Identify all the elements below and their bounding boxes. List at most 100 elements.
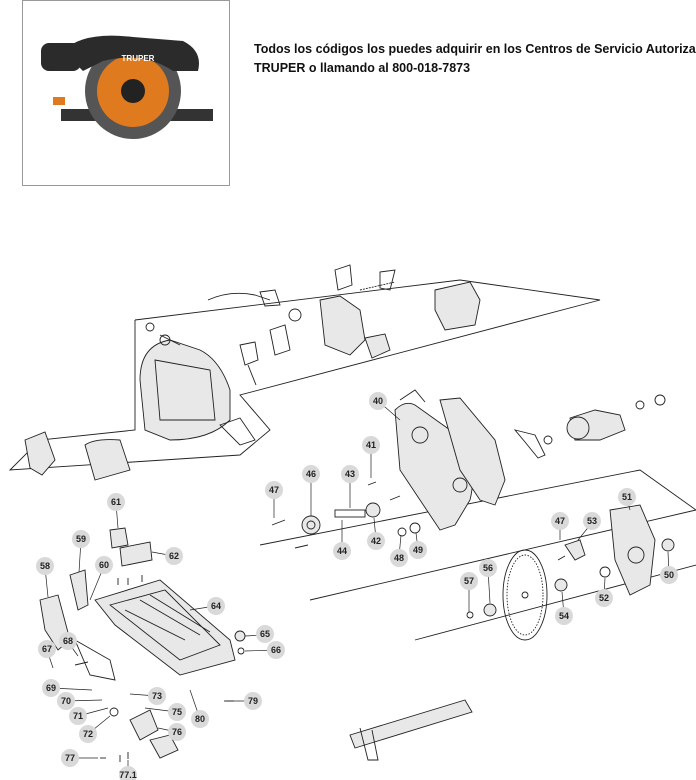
notice-line-2: TRUPER o llamando al 800-018-7873 xyxy=(254,61,471,75)
svg-text:80: 80 xyxy=(195,714,205,724)
svg-text:44: 44 xyxy=(337,546,347,556)
callout-58: 58 xyxy=(36,557,54,575)
svg-text:48: 48 xyxy=(394,553,404,563)
svg-text:66: 66 xyxy=(271,645,281,655)
callout-62: 62 xyxy=(165,547,183,565)
svg-text:46: 46 xyxy=(306,469,316,479)
callout-73: 73 xyxy=(148,687,166,705)
outer-blade-guard xyxy=(609,504,656,596)
service-notice: Todos los códigos los puedes adquirir en… xyxy=(254,40,696,78)
circular-saw-photo: TRUPER xyxy=(41,35,213,139)
svg-text:79: 79 xyxy=(248,696,258,706)
callout-48: 48 xyxy=(390,549,408,567)
svg-text:50: 50 xyxy=(664,570,674,580)
callout-60: 60 xyxy=(95,556,113,574)
power-cord xyxy=(207,289,302,322)
svg-text:69: 69 xyxy=(46,683,56,693)
battery-pack xyxy=(434,281,481,331)
callout-68: 68 xyxy=(59,632,77,650)
svg-text:43: 43 xyxy=(345,469,355,479)
svg-text:65: 65 xyxy=(260,629,270,639)
rip-fence xyxy=(349,699,473,761)
svg-text:58: 58 xyxy=(40,561,50,571)
svg-text:40: 40 xyxy=(373,396,383,406)
callout-54: 54 xyxy=(555,607,573,625)
spindle-gear xyxy=(301,502,421,537)
saw-blade xyxy=(502,549,548,641)
callout-77-1: 77.1 xyxy=(119,766,137,780)
svg-text:51: 51 xyxy=(622,492,632,502)
callout-65: 65 xyxy=(256,625,274,643)
callout-76: 76 xyxy=(168,723,186,741)
svg-text:71: 71 xyxy=(73,711,83,721)
svg-text:68: 68 xyxy=(63,636,73,646)
blade-guard-housing xyxy=(394,389,506,531)
callout-79: 79 xyxy=(244,692,262,710)
svg-text:57: 57 xyxy=(464,576,474,586)
callout-71: 71 xyxy=(69,707,87,725)
svg-text:75: 75 xyxy=(172,707,182,717)
svg-text:76: 76 xyxy=(172,727,182,737)
svg-text:47: 47 xyxy=(269,485,279,495)
trigger-handle xyxy=(319,295,391,359)
callout-77: 77 xyxy=(61,749,79,767)
callout-40: 40 xyxy=(369,392,387,410)
brush-holder xyxy=(219,417,256,446)
screws-set-a xyxy=(271,481,401,549)
brand-logo: TRUPER xyxy=(122,54,155,63)
base-plate xyxy=(94,579,236,676)
svg-text:61: 61 xyxy=(111,497,121,507)
svg-text:53: 53 xyxy=(587,516,597,526)
callout-49: 49 xyxy=(409,541,427,559)
svg-text:77.1: 77.1 xyxy=(119,770,137,780)
svg-text:42: 42 xyxy=(371,536,381,546)
callout-52: 52 xyxy=(595,589,613,607)
svg-text:70: 70 xyxy=(61,696,71,706)
callout-56: 56 xyxy=(479,559,497,577)
callout-47a: 47 xyxy=(265,481,283,499)
svg-text:41: 41 xyxy=(366,440,376,450)
svg-text:77: 77 xyxy=(65,753,75,763)
depth-lever-assembly xyxy=(109,630,246,759)
callout-53: 53 xyxy=(583,512,601,530)
motor-stator xyxy=(24,431,131,481)
bracket-clip xyxy=(513,429,546,459)
svg-text:64: 64 xyxy=(211,601,221,611)
callout-72: 72 xyxy=(79,725,97,743)
svg-text:62: 62 xyxy=(169,551,179,561)
product-photo-frame: TRUPER xyxy=(22,0,230,186)
callout-66: 66 xyxy=(267,641,285,659)
motor-housing xyxy=(139,339,231,441)
armature xyxy=(543,394,666,445)
callout-41: 41 xyxy=(362,436,380,454)
svg-text:73: 73 xyxy=(152,691,162,701)
svg-text:60: 60 xyxy=(99,560,109,570)
callout-64: 64 xyxy=(207,597,225,615)
svg-text:52: 52 xyxy=(599,593,609,603)
svg-text:56: 56 xyxy=(483,563,493,573)
svg-text:72: 72 xyxy=(83,729,93,739)
svg-text:59: 59 xyxy=(76,534,86,544)
blade-washers xyxy=(466,538,675,619)
callout-69: 69 xyxy=(42,679,60,697)
callout-80: 80 xyxy=(191,710,209,728)
callout-50: 50 xyxy=(660,566,678,584)
callout-44: 44 xyxy=(333,542,351,560)
callout-43: 43 xyxy=(341,465,359,483)
switch-parts xyxy=(145,264,396,386)
svg-text:54: 54 xyxy=(559,611,569,621)
callout-42: 42 xyxy=(367,532,385,550)
callout-75: 75 xyxy=(168,703,186,721)
callout-51: 51 xyxy=(618,488,636,506)
blade-lever xyxy=(557,539,586,561)
callout-61: 61 xyxy=(107,493,125,511)
callout-59: 59 xyxy=(72,530,90,548)
svg-text:49: 49 xyxy=(413,545,423,555)
callout-57: 57 xyxy=(460,572,478,590)
callout-46: 46 xyxy=(302,465,320,483)
callout-70: 70 xyxy=(57,692,75,710)
callout-47b: 47 xyxy=(551,512,569,530)
notice-line-1: Todos los códigos los puedes adquirir en… xyxy=(254,42,696,56)
callout-67: 67 xyxy=(38,640,56,658)
